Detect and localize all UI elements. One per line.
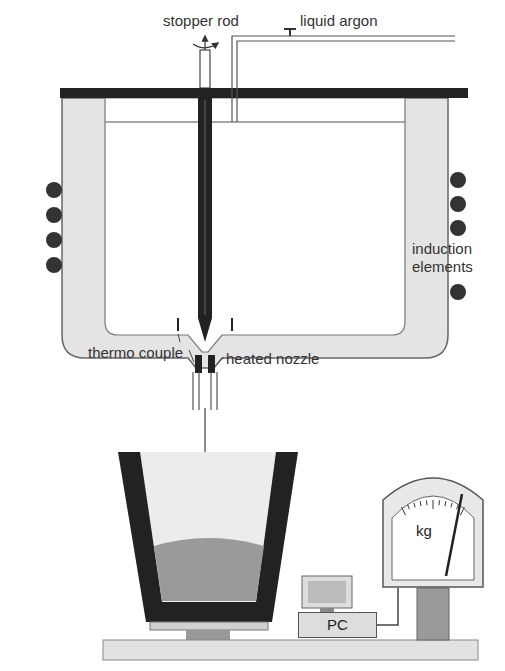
ladle-lining: [140, 452, 276, 602]
dial-needle: [446, 494, 462, 576]
induction-coils: [46, 172, 466, 300]
coil: [46, 257, 62, 273]
coil: [46, 232, 62, 248]
coil: [450, 196, 466, 212]
stopper-rod: [198, 88, 212, 318]
thermocouple: [231, 318, 233, 331]
pc-box: PC: [298, 612, 377, 638]
dial-tick: [460, 507, 464, 515]
crucible-cavity: [105, 98, 405, 352]
coil: [450, 220, 466, 236]
heated-nozzle: [208, 355, 215, 373]
molten-metal: [154, 538, 264, 601]
part-label: heated nozzle: [226, 350, 336, 368]
melt-surface: [105, 121, 405, 123]
cable: [377, 588, 398, 625]
nozzle-tube: [193, 372, 217, 410]
dial-tick: [433, 500, 434, 509]
dial-tick: [451, 503, 452, 508]
dial-tick: [444, 501, 446, 506]
part-label: stopper rod: [145, 12, 257, 30]
scale-column: [417, 588, 449, 640]
coil: [450, 284, 466, 300]
ladle-foot: [186, 630, 230, 640]
part-label: liquid argon: [300, 12, 400, 30]
dial-face: [392, 496, 474, 580]
rod-shaft: [200, 50, 210, 88]
rod-axis: [205, 100, 206, 315]
part-label: thermo couple: [88, 344, 188, 362]
dial-outline: [380, 460, 486, 588]
rotation-arrow: [193, 43, 218, 48]
pc-screen: [308, 581, 346, 603]
leader-line: [178, 334, 224, 364]
crucible-wall: [62, 98, 448, 368]
scale-housing: [383, 478, 483, 587]
dial-tick: [402, 507, 406, 515]
ladle-stand: [150, 622, 268, 630]
part-label: induction elements: [412, 240, 500, 276]
thermocouple: [177, 318, 179, 331]
dial-tick: [414, 503, 415, 508]
dial-tick: [439, 500, 440, 505]
dial-tick: [420, 501, 422, 506]
dial-tick: [426, 500, 427, 505]
coil: [450, 172, 466, 188]
coil: [46, 207, 62, 223]
scale-dial: kg: [380, 460, 492, 588]
coil: [46, 182, 62, 198]
argon-valve: [284, 29, 296, 36]
ladle-wall: [118, 452, 298, 622]
heated-nozzle: [195, 355, 202, 373]
stopper-tip: [198, 318, 212, 342]
node-text: kg: [416, 522, 492, 540]
dial-tick: [408, 505, 410, 510]
crucible-lid: [60, 88, 468, 98]
node-text: PC: [299, 616, 376, 634]
scale-platform: [103, 640, 478, 660]
argon-pipe: [232, 36, 455, 122]
pc-monitor: [302, 576, 352, 608]
